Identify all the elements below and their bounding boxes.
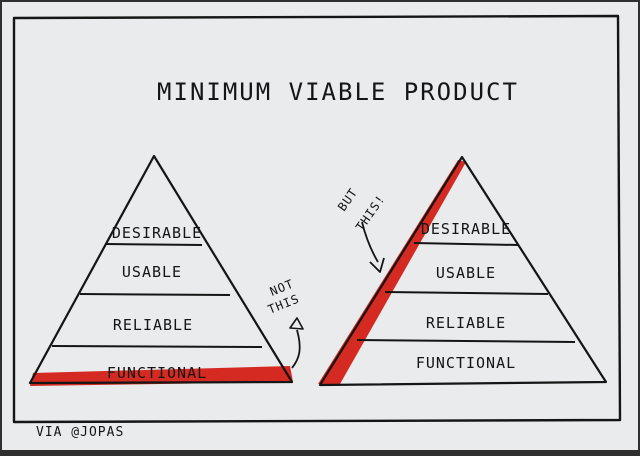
left-note-arrow-shaft	[291, 329, 301, 369]
left-divider-1	[105, 243, 203, 246]
left-highlight-band	[30, 366, 293, 386]
right-pyramid: DESIRABLE USABLE RELIABLE FUNCTIONAL	[318, 155, 608, 387]
left-pyramid-outline	[28, 154, 294, 385]
left-note-arrow-head	[289, 317, 304, 330]
left-level-desirable: DESIRABLE	[112, 224, 202, 242]
right-divider-3	[356, 339, 576, 343]
right-divider-2	[384, 291, 549, 295]
credit-text: VIA @JOPAS	[36, 425, 124, 440]
right-note-arrow-shaft	[361, 221, 379, 263]
right-level-reliable: RELIABLE	[426, 314, 506, 332]
left-divider-2	[79, 293, 231, 296]
right-level-usable: USABLE	[436, 264, 496, 282]
left-level-usable: USABLE	[122, 263, 182, 281]
diagram-title: MINIMUM VIABLE PRODUCT	[157, 78, 519, 106]
right-note-arrow-head	[369, 257, 385, 273]
left-level-reliable: RELIABLE	[113, 316, 193, 334]
right-divider-1	[413, 242, 519, 246]
left-divider-3	[51, 345, 263, 348]
left-pyramid: DESIRABLE USABLE RELIABLE FUNCTIONAL	[28, 154, 294, 386]
right-level-functional: FUNCTIONAL	[416, 354, 516, 372]
right-pyramid-outline	[318, 155, 608, 387]
right-level-desirable: DESIRABLE	[421, 220, 511, 238]
drawing-frame	[12, 14, 622, 424]
left-level-functional: FUNCTIONAL	[107, 364, 207, 382]
